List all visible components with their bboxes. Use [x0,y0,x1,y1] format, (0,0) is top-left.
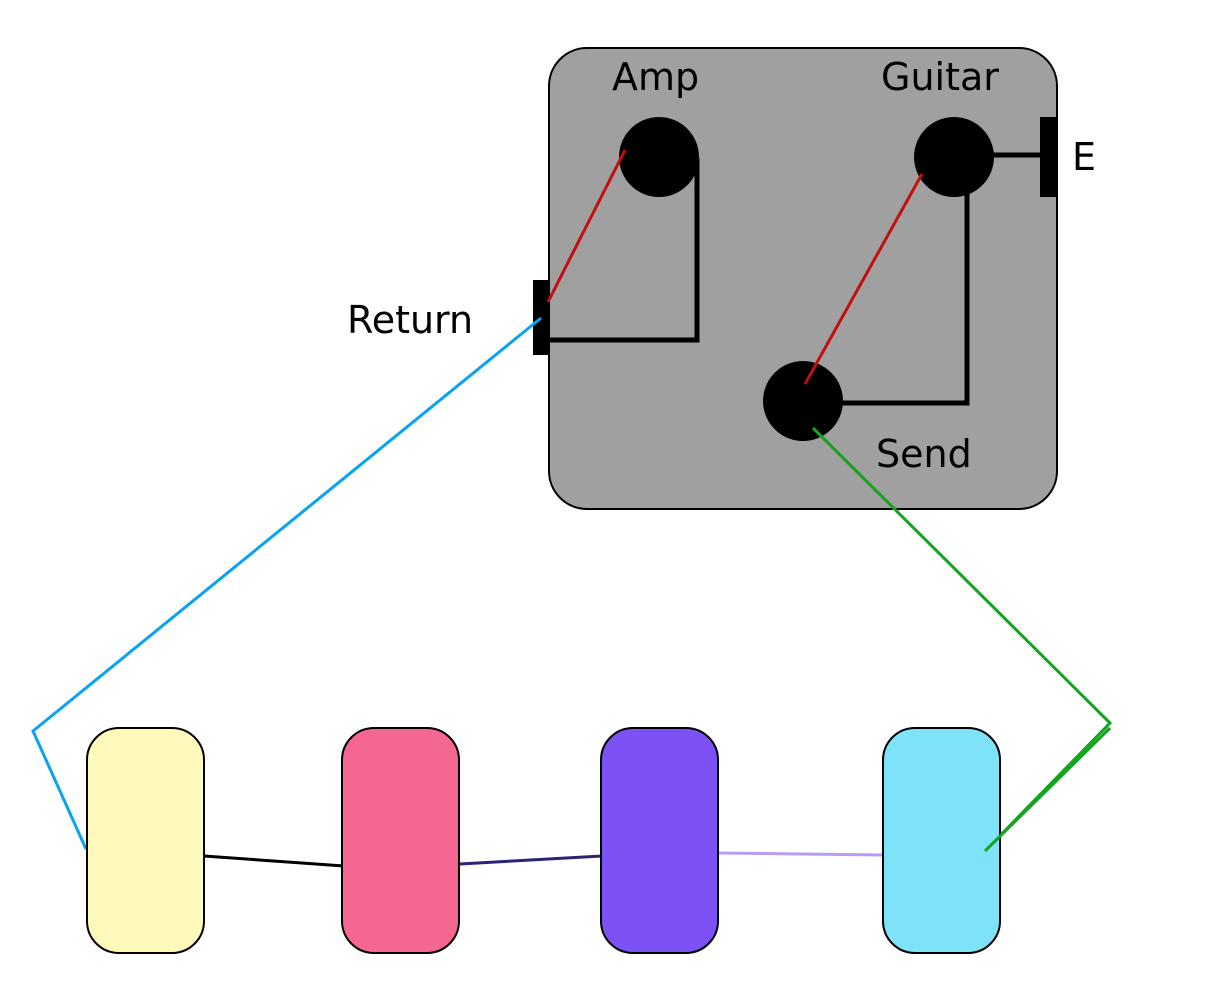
return-cable [31,316,542,850]
wire-amp-to-return [550,158,700,343]
amp-label: Amp [612,55,699,99]
return-connector [533,280,549,355]
pedal-purple [600,727,719,954]
red-wire-guitar-send [803,173,924,385]
send-cable-end [983,726,1112,853]
red-wire-amp-return [546,149,627,303]
send-label: Send [876,432,972,476]
pedal-pink [341,727,460,954]
cable-yellow-to-pink [203,854,345,868]
return-label: Return [347,298,473,342]
guitar-jack [914,117,994,197]
guitar-label: Guitar [881,55,999,99]
pedal-cyan [882,727,1001,954]
e-connector [1040,117,1057,197]
cable-pink-to-purple [459,854,603,866]
pedal-yellow [86,727,205,954]
cable-purple-to-cyan [717,851,884,857]
e-label: E [1072,135,1096,179]
send-jack [763,361,843,441]
wire-guitar-to-send [840,190,970,406]
amp-jack [619,117,699,197]
